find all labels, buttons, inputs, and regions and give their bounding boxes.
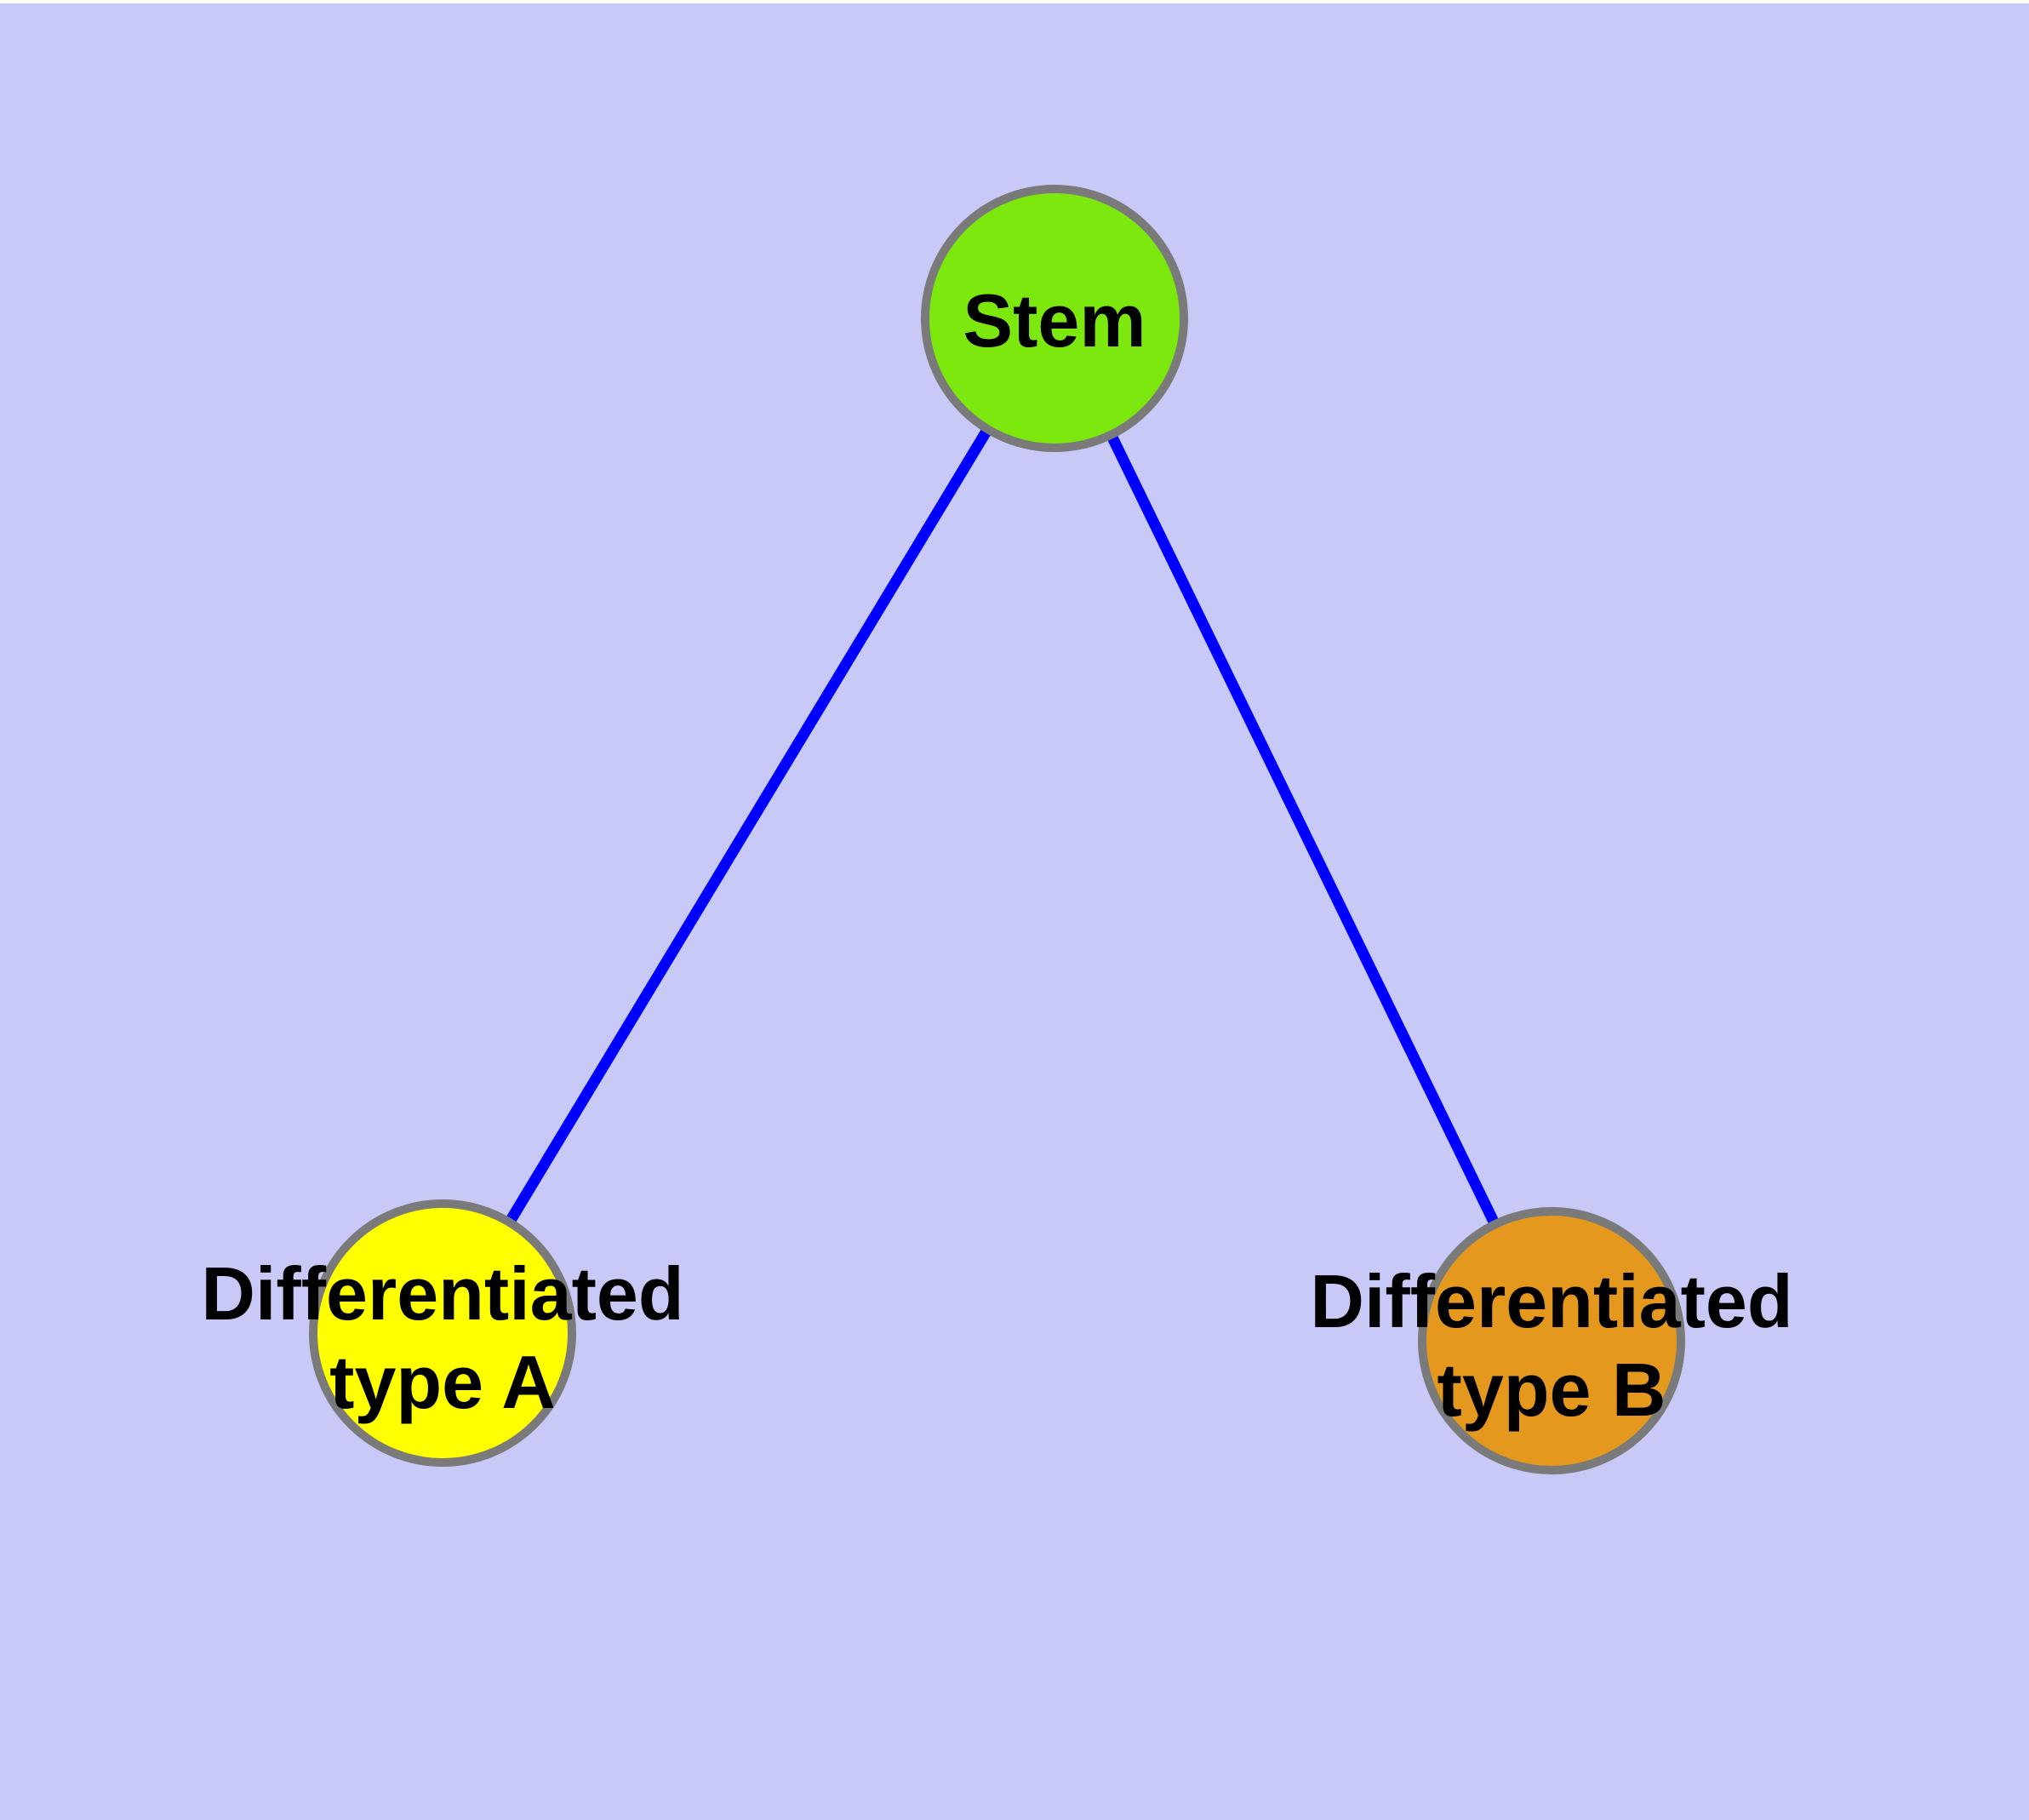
node-differentiated-type-b xyxy=(1418,1207,1685,1474)
node-type-b-label-line1: Differentiated xyxy=(1310,1259,1792,1343)
node-type-b-label-line2: type B xyxy=(1437,1348,1666,1432)
node-stem xyxy=(921,185,1188,452)
node-labels: Stem Differentiated type A Differentiate… xyxy=(201,278,1792,1432)
edge-stem-to-type-a xyxy=(437,315,1060,1336)
node-differentiated-type-a xyxy=(309,1199,576,1467)
node-type-a-label-line1: Differentiated xyxy=(201,1251,683,1336)
node-stem-label: Stem xyxy=(963,278,1146,363)
edge-stem-to-type-b xyxy=(1049,316,1557,1343)
node-type-a-label-line2: type A xyxy=(329,1340,556,1424)
